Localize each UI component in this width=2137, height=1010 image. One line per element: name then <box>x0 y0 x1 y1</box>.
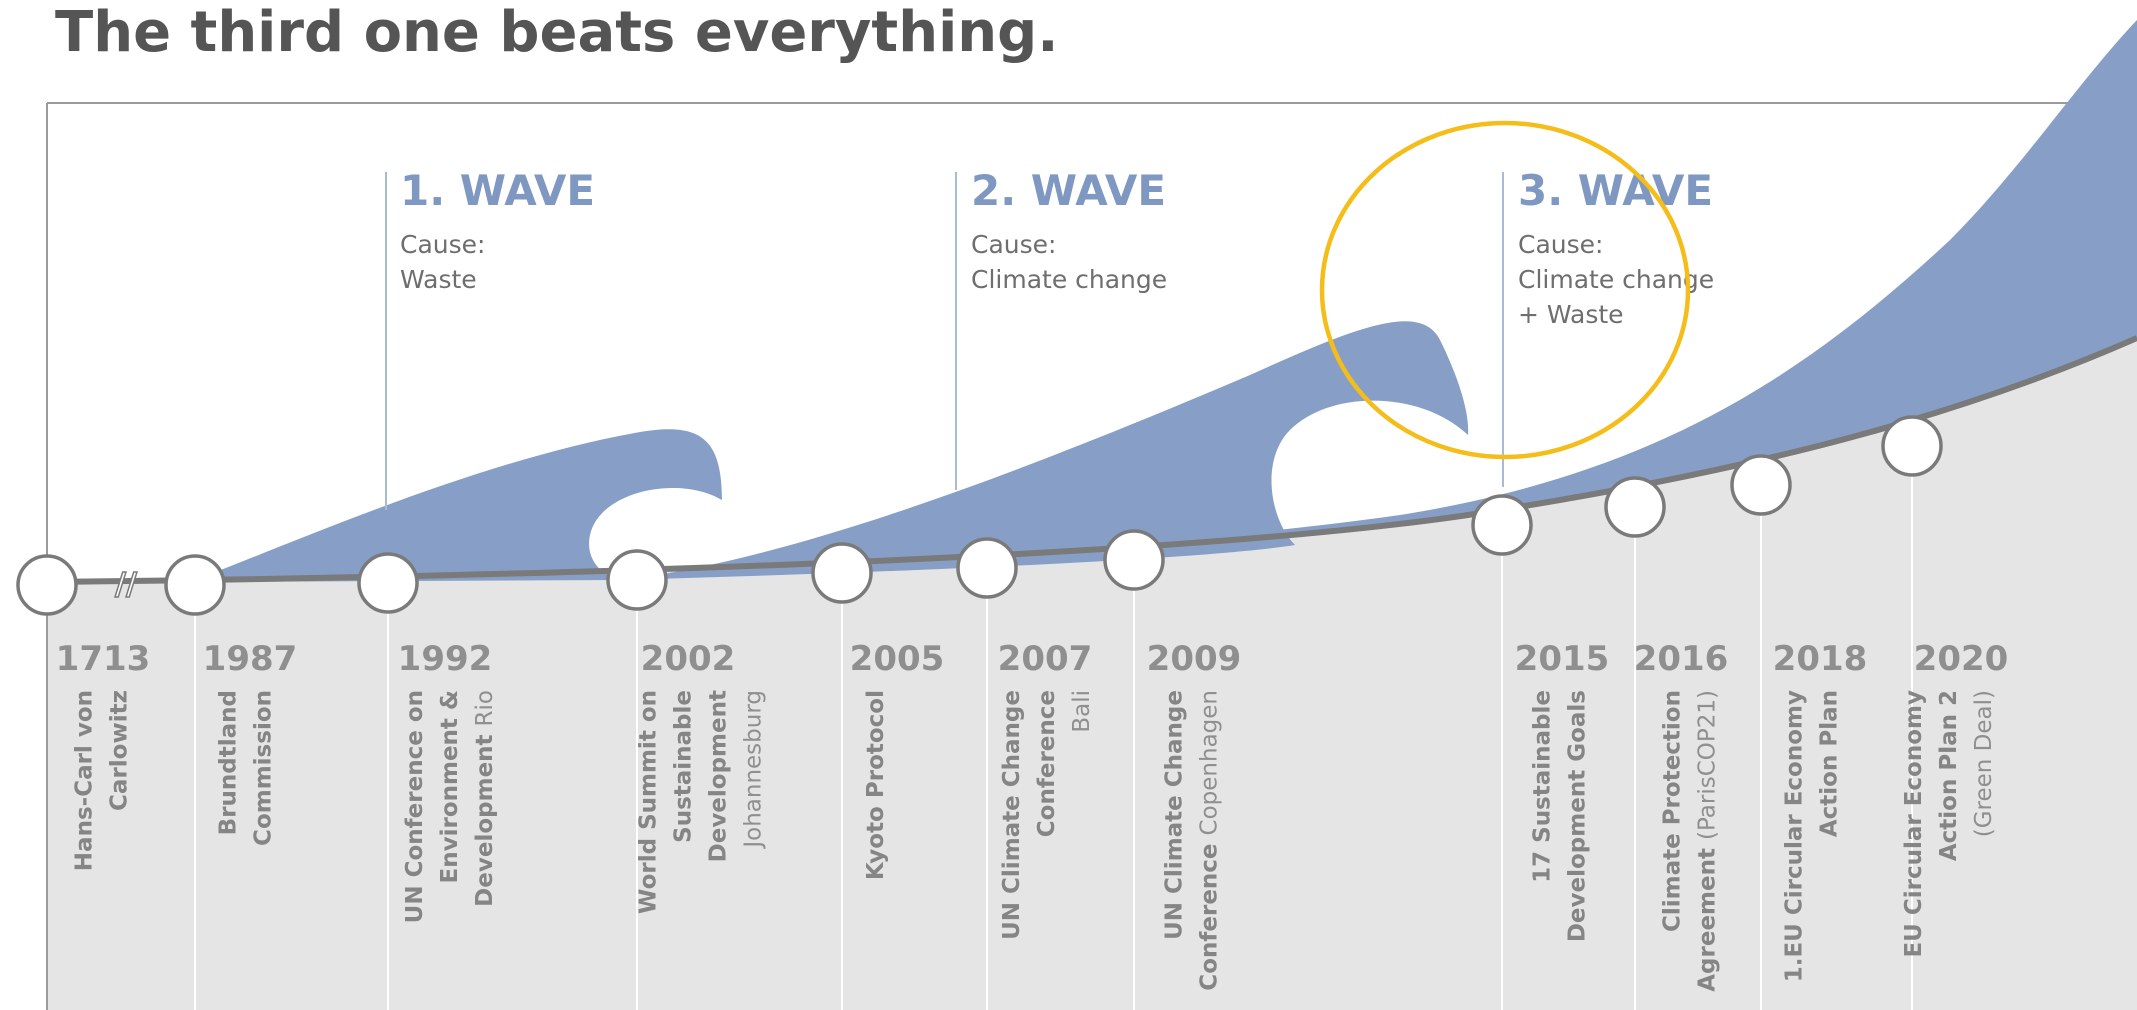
event-label-text: UN Climate Change <box>999 690 1025 940</box>
timeline-node <box>164 554 226 616</box>
event-label: Hans-Carl von Carlowitz <box>72 690 133 871</box>
event-label: 1.EU Circular Economy Action Plan <box>1782 690 1843 982</box>
event-label-text: Carlowitz <box>107 690 133 811</box>
event-label-text: Sustainable <box>671 690 697 843</box>
event-label-detail: Johannesburg <box>741 690 767 850</box>
event-label-text: EU Circular Economy <box>1901 690 1927 958</box>
timeline-node <box>606 549 668 611</box>
wave-2-shape <box>620 321 1469 580</box>
event-label-text: UN Climate Change <box>1162 690 1188 940</box>
timeline-node <box>1103 529 1165 591</box>
event-label-text: Kyoto Protocol <box>863 690 889 880</box>
event-label-text: Conference <box>1197 835 1223 990</box>
event-label-detail: (Green Deal) <box>1971 690 1997 837</box>
event-label: Brundtland Commission <box>216 690 277 846</box>
event-year: 2020 <box>1914 639 2009 679</box>
event-label: EU Circular Economy Action Plan 2 (Green D… <box>1901 690 1997 958</box>
event-label-text: Brundtland <box>216 690 242 835</box>
wave-3-highlight-circle <box>1319 120 1691 460</box>
timeline-node <box>1471 494 1533 556</box>
timeline-event-1992: 1992 UN Conference on Environment & Develop… <box>357 552 498 1010</box>
wave-1-cause-line: Waste <box>400 265 477 294</box>
wave-1-title: 1. WAVE <box>400 166 595 215</box>
event-year: 1987 <box>203 639 298 679</box>
event-label-text: Hans-Carl von <box>72 690 98 871</box>
page-title: The third one beats everything. <box>55 0 1059 65</box>
event-year: 2016 <box>1634 639 1729 679</box>
event-label: Kyoto Protocol <box>863 690 889 880</box>
event-label-text: Commission <box>251 690 277 846</box>
timeline-event-2007: 2007 UN Climate Change Conference Bali <box>956 537 1095 1010</box>
event-year: 2002 <box>641 639 736 679</box>
wave-3-cause-line: Climate change <box>1518 265 1714 294</box>
event-label-text: Action Plan 2 <box>1936 690 1962 861</box>
event-label-detail: Bali <box>1069 690 1095 733</box>
wave-3-label: 3. WAVE Cause: Climate change + Waste <box>1502 166 1714 487</box>
wave-3-cause-line: + Waste <box>1518 300 1624 329</box>
event-label-text: 17 Sustainable <box>1530 690 1556 883</box>
event-label-text: Agreement <box>1695 840 1721 992</box>
event-label: UN Conference on Environment & Development… <box>402 690 498 923</box>
wave-2-title: 2. WAVE <box>971 166 1166 215</box>
event-label-text: Development Goals <box>1565 690 1591 942</box>
timeline-event-2015: 2015 17 Sustainable Development Goals <box>1471 494 1610 1010</box>
timeline-node <box>357 552 419 614</box>
timeline-node <box>811 542 873 604</box>
event-label-text: Action Plan <box>1817 690 1843 837</box>
timeline-node <box>1604 476 1666 538</box>
wave-1-cause-line: Cause: <box>400 230 485 259</box>
event-year: 2015 <box>1515 639 1610 679</box>
event-year: 1992 <box>398 639 493 679</box>
timeline-node <box>1881 415 1943 477</box>
timeline-node <box>1730 454 1792 516</box>
wave-1-label: 1. WAVE Cause: Waste <box>385 166 595 510</box>
axis-break-mark: // <box>114 566 137 603</box>
event-label: World Summit on Sustainable Development Joh… <box>636 690 767 914</box>
event-label-text: UN Conference on <box>402 690 428 923</box>
axis-break-symbol: // <box>115 567 137 602</box>
event-label-detail: Copenhagen <box>1197 690 1223 835</box>
event-label-text: Development <box>706 690 732 862</box>
event-label-text: 1.EU Circular Economy <box>1782 690 1808 982</box>
wave-2-cause-line: Cause: <box>971 230 1056 259</box>
event-label: 17 Sustainable Development Goals <box>1530 690 1591 942</box>
event-label-text: World Summit on <box>636 690 662 914</box>
event-label-text: Environment & <box>437 690 463 883</box>
timeline-node <box>956 537 1018 599</box>
event-year: 2007 <box>998 639 1093 679</box>
wave-labels: 1. WAVE Cause: Waste 2. WAVE Cause: Climate c… <box>385 166 1714 510</box>
wave-2-label: 2. WAVE Cause: Climate change <box>955 166 1167 490</box>
timeline-event-2018: 2018 1.EU Circular Economy Action Plan <box>1730 454 1868 1010</box>
event-label-text: Conference <box>1034 690 1060 837</box>
event-label: UN Climate Change Conference Bali <box>999 690 1095 940</box>
wave-2-cause-line: Climate change <box>971 265 1167 294</box>
wave-3-cause-line: Cause: <box>1518 230 1603 259</box>
event-label-detail: Rio <box>472 690 498 726</box>
event-year: 2009 <box>1147 639 1242 679</box>
wave-3-title: 3. WAVE <box>1518 166 1713 215</box>
event-year: 1713 <box>56 639 151 679</box>
event-label-text: Development <box>472 726 498 906</box>
event-label-text: Climate Protection <box>1660 690 1686 932</box>
timeline-node <box>16 554 78 616</box>
wave-1-shape <box>190 429 722 582</box>
event-year: 2005 <box>850 639 945 679</box>
event-year: 2018 <box>1773 639 1868 679</box>
event-label-detail: (ParisCOP21) <box>1695 690 1721 840</box>
timeline-event-2020: 2020 EU Circular Economy Action Plan 2 (Gre… <box>1881 415 2009 1010</box>
